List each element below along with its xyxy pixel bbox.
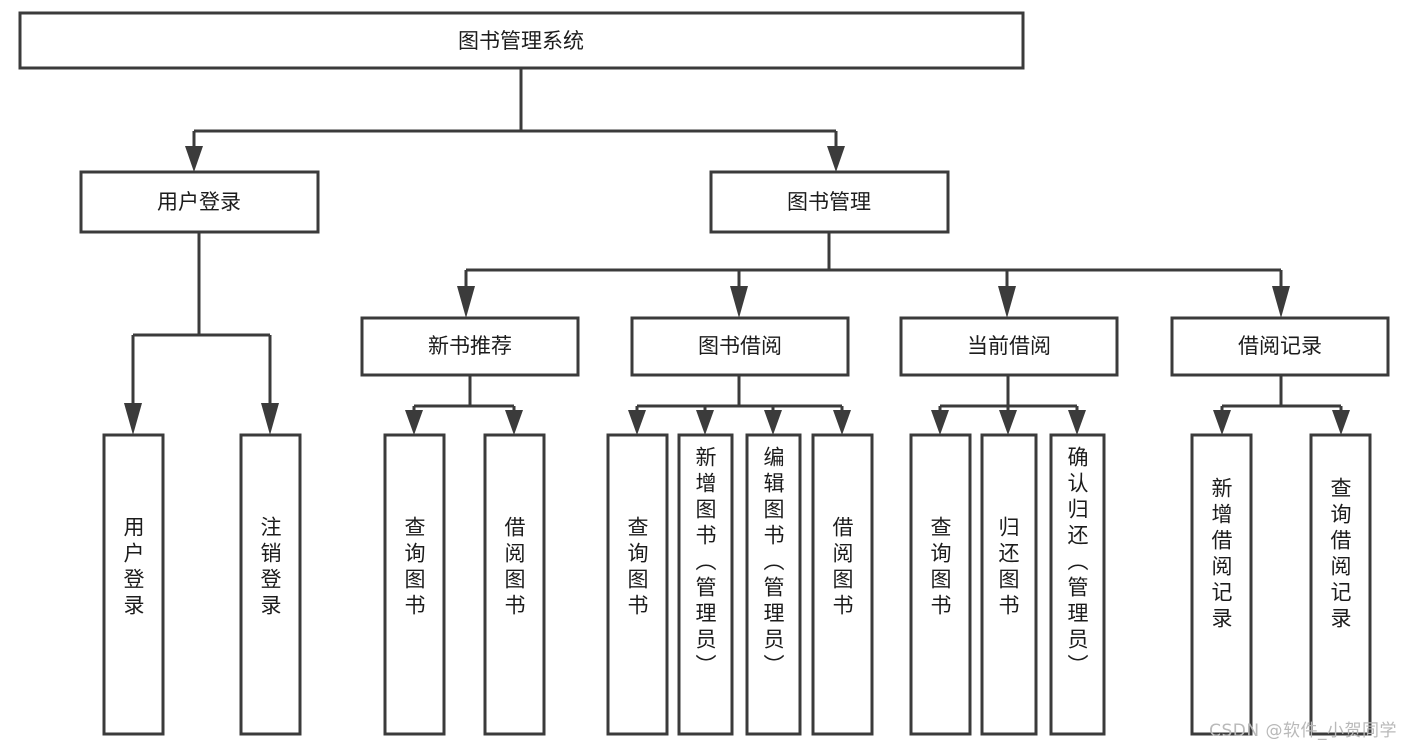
node-label: 新书推荐	[428, 334, 512, 358]
node-label: 当前借阅	[967, 334, 1051, 358]
arrow-icon	[1213, 410, 1231, 435]
connector-userlogin-to-leaves	[124, 232, 279, 435]
arrow-icon	[457, 286, 475, 318]
node-label: 查询图书	[402, 516, 426, 620]
leaf-new-book-query[interactable]: 查询图书	[383, 433, 446, 736]
arrow-icon	[999, 410, 1017, 435]
node-label: 图书管理系统	[458, 29, 584, 53]
node-label: 归还图书	[996, 516, 1020, 620]
connector-borrowbook-to-leaves	[628, 375, 851, 435]
node-label: 新增图书（管理员）	[693, 446, 717, 680]
node-book-borrow[interactable]: 图书借阅	[630, 316, 850, 377]
arrow-icon	[505, 410, 523, 435]
arrow-icon	[1068, 410, 1086, 435]
node-label: 新增借阅记录	[1209, 477, 1233, 633]
node-label: 借阅图书	[830, 516, 854, 620]
arrow-icon	[833, 410, 851, 435]
leaf-new-book-borrow[interactable]: 借阅图书	[483, 433, 546, 736]
arrow-icon	[1332, 410, 1350, 435]
leaf-current-confirm-return-admin[interactable]: 确认归还（管理员）	[1049, 433, 1106, 736]
node-root-system[interactable]: 图书管理系统	[18, 11, 1025, 70]
node-label: 注销登录	[258, 516, 282, 620]
arrow-icon	[931, 410, 949, 435]
leaf-borrow-query-book[interactable]: 查询图书	[606, 433, 669, 736]
connector-currentborrow-to-leaves	[931, 375, 1086, 435]
node-label: 图书管理	[787, 190, 871, 214]
leaf-borrow-add-book-admin[interactable]: 新增图书（管理员）	[677, 433, 734, 736]
node-label: 编辑图书（管理员）	[761, 446, 785, 680]
node-label: 查询图书	[928, 516, 952, 620]
arrow-icon	[124, 403, 142, 435]
arrow-icon	[764, 410, 782, 435]
leaf-borrow-edit-book-admin[interactable]: 编辑图书（管理员）	[745, 433, 802, 736]
leaf-current-query-book[interactable]: 查询图书	[909, 433, 972, 736]
arrow-icon	[1272, 286, 1290, 318]
leaf-current-return-book[interactable]: 归还图书	[980, 433, 1038, 736]
leaf-record-query-record[interactable]: 查询借阅记录	[1309, 433, 1372, 736]
connector-newbook-to-leaves	[405, 375, 523, 435]
connector-bookmgmt-to-level3	[457, 232, 1290, 318]
arrow-icon	[405, 410, 423, 435]
node-borrow-record[interactable]: 借阅记录	[1170, 316, 1390, 377]
leaf-borrow-borrow-book[interactable]: 借阅图书	[811, 433, 874, 736]
node-current-borrow[interactable]: 当前借阅	[899, 316, 1119, 377]
arrow-icon	[628, 410, 646, 435]
connector-root-to-level2	[185, 68, 845, 172]
arrow-icon	[998, 286, 1016, 318]
arrow-icon	[827, 146, 845, 172]
arrow-icon	[730, 286, 748, 318]
arrow-icon	[261, 403, 279, 435]
leaf-user-login-logout[interactable]: 注销登录	[239, 433, 302, 736]
node-label: 借阅图书	[502, 516, 526, 620]
node-label: 用户登录	[157, 190, 241, 214]
connector-borrowrecord-to-leaves	[1213, 375, 1350, 435]
node-label: 查询借阅记录	[1328, 477, 1352, 633]
node-label: 用户登录	[121, 516, 145, 620]
node-label: 确认归还（管理员）	[1065, 446, 1089, 680]
arrow-icon	[185, 146, 203, 172]
leaf-user-login-login[interactable]: 用户登录	[102, 433, 165, 736]
arrow-icon	[696, 410, 714, 435]
node-user-login[interactable]: 用户登录	[79, 170, 320, 234]
node-label: 图书借阅	[698, 334, 782, 358]
node-book-management[interactable]: 图书管理	[709, 170, 950, 234]
node-new-book-recommend[interactable]: 新书推荐	[360, 316, 580, 377]
node-label: 借阅记录	[1238, 334, 1322, 358]
node-label: 查询图书	[625, 516, 649, 620]
leaf-record-add-record[interactable]: 新增借阅记录	[1190, 433, 1253, 736]
